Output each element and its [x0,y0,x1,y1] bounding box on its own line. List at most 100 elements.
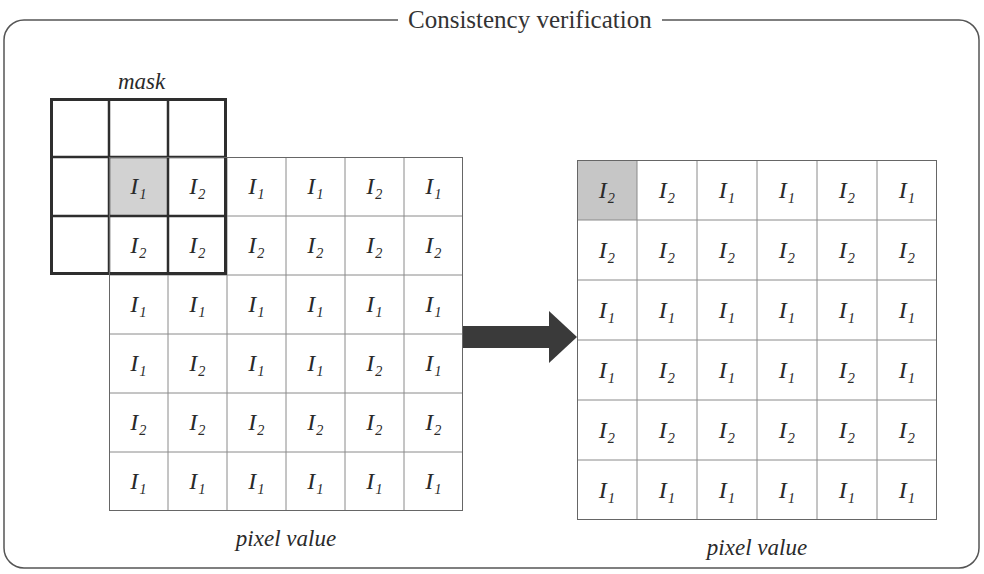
cell-value: I₁ [404,452,463,511]
pixel-grid: pixel value [577,160,937,520]
cell-value: I₂ [637,220,697,280]
cell-value: I₂ [345,157,404,216]
pixel-label: I₂ [839,357,855,384]
cell-value: I₁ [345,452,404,511]
pixel-label: I₁ [899,177,915,204]
cell-value: I₂ [109,393,168,452]
cell-value: I₂ [697,400,757,460]
cell-value: I₁ [697,160,757,220]
grid-caption: pixel value [110,526,462,552]
cell-value: I₁ [109,157,168,216]
pixel-label: I₁ [719,357,735,384]
pixel-label: I₂ [659,417,675,444]
cell-value: I₁ [697,460,757,520]
pixel-label: I₂ [599,417,615,444]
pixel-label: I₁ [425,350,441,377]
cell-value: I₁ [697,340,757,400]
pixel-label: I₂ [130,232,146,259]
pixel-label: I₂ [366,350,382,377]
pixel-label: I₂ [130,409,146,436]
cell-value: I₂ [168,334,227,393]
pixel-label: I₂ [659,237,675,264]
pixel-label: I₂ [366,409,382,436]
cell-value: I₂ [404,393,463,452]
pixel-label: I₁ [899,477,915,504]
pixel-label: I₁ [899,357,915,384]
pixel-label: I₂ [189,350,205,377]
pixel-label: I₁ [659,477,675,504]
cell-value: I₂ [345,334,404,393]
pixel-label: I₂ [599,177,615,204]
cell-value: I₁ [877,160,937,220]
pixel-label: I₁ [839,477,855,504]
cell-value: I₂ [817,220,877,280]
cell-value: I₂ [286,393,345,452]
mask-label: mask [118,69,165,95]
pixel-label: I₂ [779,417,795,444]
block-arrow [463,311,577,363]
pixel-label: I₁ [248,291,264,318]
cell-value: I₁ [227,157,286,216]
cell-value: I₁ [286,157,345,216]
cell-value: I₂ [577,160,637,220]
cell-value: I₁ [757,460,817,520]
cell-value: I₂ [109,216,168,275]
cell-value: I₁ [109,334,168,393]
cell-value: I₁ [877,460,937,520]
cell-value: I₁ [109,452,168,511]
cell-value: I₁ [577,460,637,520]
pixel-label: I₁ [366,468,382,495]
pixel-label: I₂ [307,232,323,259]
cell-value: I₂ [577,400,637,460]
cell-value: I₂ [817,340,877,400]
cell-value: I₁ [286,275,345,334]
pixel-label: I₁ [719,477,735,504]
cell-value: I₁ [577,340,637,400]
diagram-title: Consistency verification [398,6,662,34]
cell-value: I₂ [168,157,227,216]
pixel-label: I₁ [307,173,323,200]
pixel-label: I₁ [248,468,264,495]
cell-value: I₁ [227,334,286,393]
cell-value: I₂ [817,400,877,460]
cell-value: I₁ [404,275,463,334]
cell-value: I₁ [168,452,227,511]
pixel-label: I₁ [130,350,146,377]
pixel-label: I₁ [307,468,323,495]
pixel-label: I₁ [189,468,205,495]
grid-caption: pixel value [578,535,936,561]
pixel-label: I₁ [307,350,323,377]
pixel-label: I₂ [839,177,855,204]
pixel-label: I₁ [779,177,795,204]
cell-value: I₁ [227,275,286,334]
pixel-label: I₂ [189,173,205,200]
pixel-label: I₂ [719,417,735,444]
cell-value: I₂ [697,220,757,280]
cell-value: I₁ [404,157,463,216]
cell-value: I₁ [757,160,817,220]
pixel-label: I₁ [599,297,615,324]
cell-value: I₁ [227,452,286,511]
pixel-label: I₁ [248,173,264,200]
cell-value: I₂ [168,216,227,275]
cell-value: I₁ [345,275,404,334]
cell-value: I₁ [286,452,345,511]
pixel-label: I₂ [719,237,735,264]
mask-lines [50,98,227,275]
cell-value: I₂ [345,393,404,452]
pixel-label: I₂ [248,232,264,259]
cell-value: I₁ [877,280,937,340]
cell-value: I₂ [404,216,463,275]
cell-value: I₂ [637,340,697,400]
pixel-label: I₁ [130,173,146,200]
pixel-label: I₁ [779,297,795,324]
pixel-label: I₁ [599,477,615,504]
cell-value: I₁ [637,280,697,340]
pixel-label: I₂ [189,409,205,436]
pixel-label: I₂ [899,237,915,264]
cell-value: I₂ [227,393,286,452]
cell-value: I₁ [697,280,757,340]
cell-value: I₁ [877,340,937,400]
pixel-label: I₁ [248,350,264,377]
